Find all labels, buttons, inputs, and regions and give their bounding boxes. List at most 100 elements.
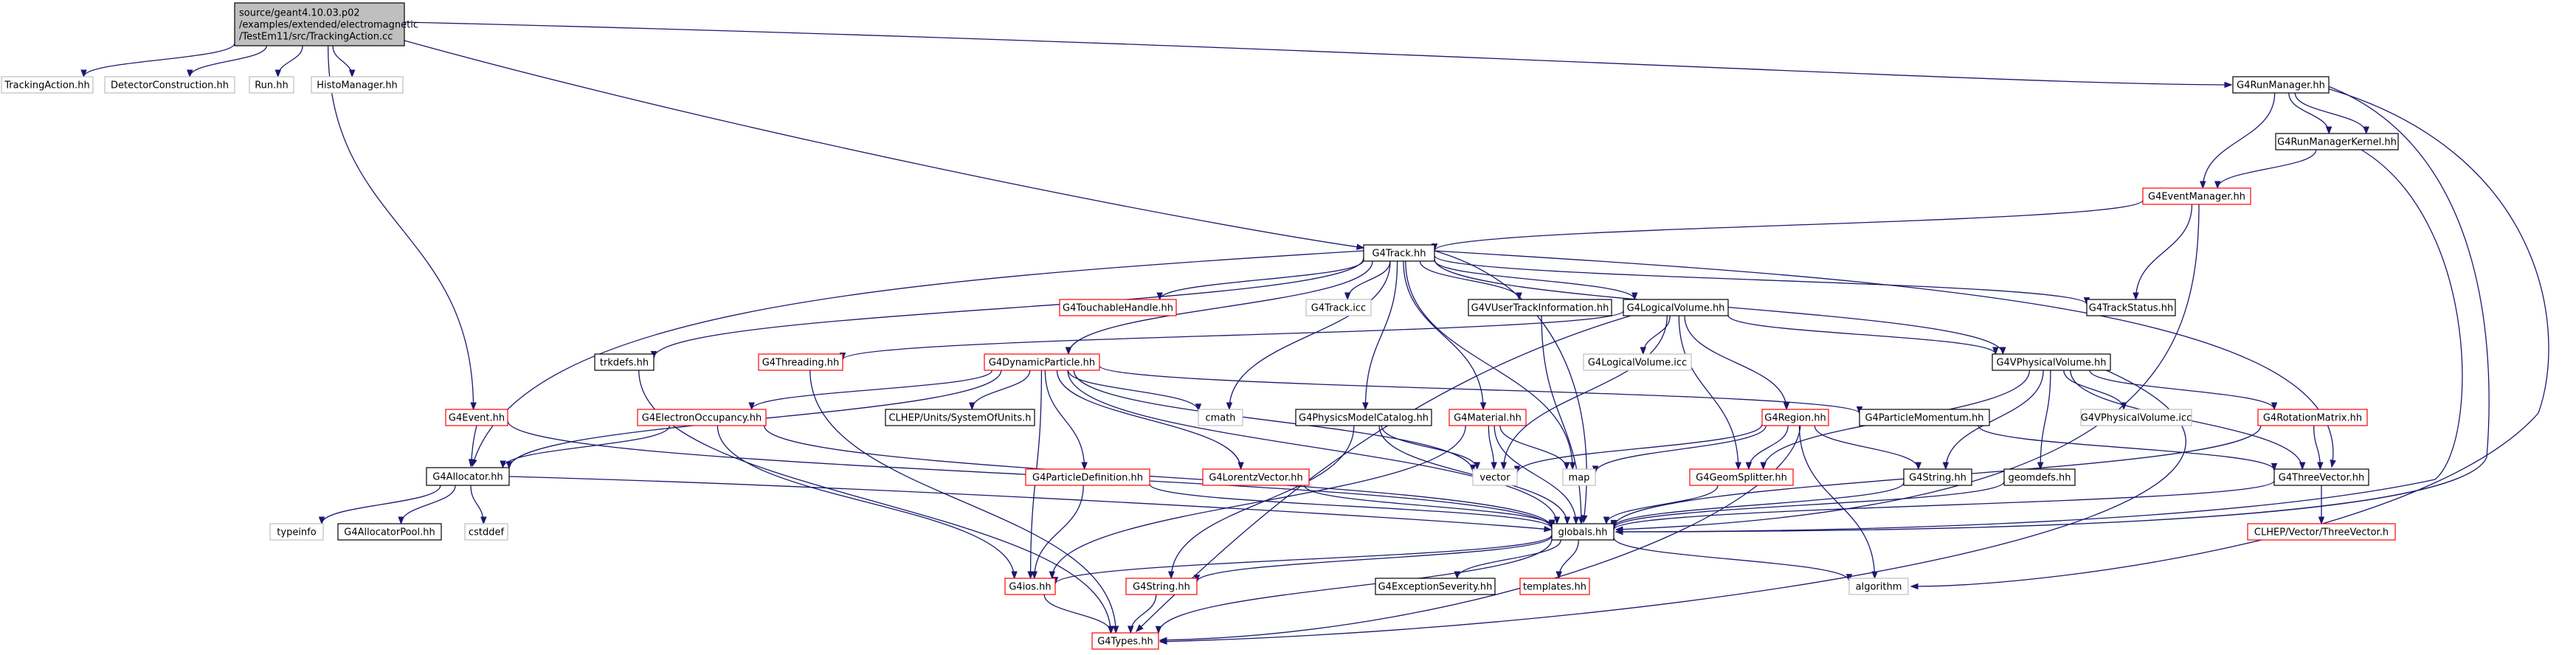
node-box xyxy=(1992,353,2111,371)
edge-g4logicalvolume-to-g4vphysicalvolume xyxy=(1727,315,1999,356)
edge-g4dynamicparticle-to-globals xyxy=(1067,370,1561,525)
edge-line xyxy=(1613,481,2005,529)
node-g4vphysicalvolume[interactable]: G4VPhysicalVolume.hh xyxy=(1992,353,2111,371)
node-clhepunits[interactable]: CLHEP/Units/SystemOfUnits.h xyxy=(885,409,1035,426)
node-g4threevector[interactable]: G4ThreeVector.hh xyxy=(2273,468,2369,486)
edge-line xyxy=(1541,315,1582,524)
edge-g4dynamicparticle-to-g4electronoccupancy xyxy=(748,370,993,411)
edge-g4eventmanager-to-g4trackstatus xyxy=(2133,204,2193,301)
edge-g4allocator-to-globals xyxy=(508,476,1553,533)
arrowhead xyxy=(1469,464,1477,473)
edge-root-to-g4runmanager xyxy=(404,21,2233,89)
node-label: vector xyxy=(1479,473,1510,484)
node-label: globals.hh xyxy=(1558,527,1607,538)
node-g4runmanager[interactable]: G4RunManager.hh xyxy=(2232,76,2330,94)
edge-line xyxy=(1419,260,1520,300)
node-g4touchablehandle[interactable]: G4TouchableHandle.hh xyxy=(1059,299,1177,316)
node-g4region[interactable]: G4Region.hh xyxy=(1761,409,1829,426)
edge-g4threevector-to-clhepthreevector xyxy=(2318,485,2325,525)
node-g4allocatorpool[interactable]: G4AllocatorPool.hh xyxy=(337,523,442,541)
node-globals[interactable]: globals.hh xyxy=(1551,523,1615,541)
edge-line xyxy=(1196,536,1553,583)
node-box xyxy=(1025,468,1150,486)
node-label: G4Track.hh xyxy=(1372,249,1426,260)
edge-line xyxy=(1814,425,1919,470)
edge-g4region-to-g4string xyxy=(1814,425,1922,471)
node-g4stringred[interactable]: G4String.hh xyxy=(1125,578,1198,595)
node-box xyxy=(1004,578,1056,595)
node-g4track[interactable]: G4Track.hh xyxy=(1363,244,1435,262)
node-g4lorentzvector[interactable]: G4LorentzVector.hh xyxy=(1202,468,1310,486)
node-g4ios[interactable]: G4ios.hh xyxy=(1004,578,1056,595)
node-box xyxy=(1375,578,1496,595)
edge-g4threevector-to-globals xyxy=(1610,480,2275,531)
node-label: trkdefs.hh xyxy=(600,358,649,369)
node-label: cstddef xyxy=(469,527,505,538)
node-box xyxy=(1859,409,1990,426)
edge-g4region-to-g4types xyxy=(1158,425,1801,644)
node-g4material[interactable]: G4Material.hh xyxy=(1448,409,1527,426)
node-g4allocator[interactable]: G4Allocator.hh xyxy=(426,467,510,486)
node-label: templates.hh xyxy=(1523,582,1586,593)
edge-line xyxy=(1149,483,1553,529)
node-g4dynamicparticle[interactable]: G4DynamicParticle.hh xyxy=(984,353,1100,371)
node-g4eventmanager[interactable]: G4EventManager.hh xyxy=(2142,187,2251,205)
node-label: G4ParticleDefinition.hh xyxy=(1032,473,1143,484)
arrowhead xyxy=(2363,126,2369,135)
arrowhead xyxy=(1553,516,1561,525)
node-g4runmanagerkernel[interactable]: G4RunManagerKernel.hh xyxy=(2275,133,2399,150)
node-g4exceptionseverity[interactable]: G4ExceptionSeverity.hh xyxy=(1375,578,1496,595)
node-label: typeinfo xyxy=(277,527,316,538)
edge-g4track-to-g4dynamicparticle xyxy=(1065,260,1373,356)
edge-line xyxy=(809,370,1116,634)
node-trkdefs[interactable]: trkdefs.hh xyxy=(594,353,655,371)
edge-globals-to-g4exceptionseverity xyxy=(1454,539,1561,580)
arrowhead xyxy=(1783,402,1790,411)
node-g4string[interactable]: G4String.hh xyxy=(1903,468,1972,486)
node-box xyxy=(2273,468,2369,486)
arrowhead xyxy=(468,459,475,468)
arrowhead xyxy=(1735,462,1741,471)
edge-root-to-detectorconstruction xyxy=(187,45,267,78)
node-box xyxy=(2275,133,2399,150)
node-box xyxy=(1,76,94,94)
node-geomdefs[interactable]: geomdefs.hh xyxy=(2003,468,2076,486)
node-templates[interactable]: templates.hh xyxy=(1519,578,1590,595)
edge-line xyxy=(321,485,441,524)
node-g4geomsplitter[interactable]: G4GeomSplitter.hh xyxy=(1689,468,1794,486)
edge-line xyxy=(1798,425,1876,579)
node-g4event[interactable]: G4Event.hh xyxy=(445,409,508,426)
node-clhepthreevector[interactable]: CLHEP/Vector/ThreeVector.h xyxy=(2247,523,2396,541)
node-g4rotationmatrix[interactable]: G4RotationMatrix.hh xyxy=(2257,409,2368,426)
arrowhead xyxy=(1555,571,1562,580)
edge-line xyxy=(1405,260,1573,470)
arrowhead xyxy=(2325,126,2332,135)
edge-g4region-to-g4geomsplitter xyxy=(1745,425,1789,471)
edge-line xyxy=(1229,260,1391,410)
arrowhead xyxy=(1603,516,1610,525)
node-g4types[interactable]: G4Types.hh xyxy=(1091,632,1159,650)
node-g4particledefinition[interactable]: G4ParticleDefinition.hh xyxy=(1025,468,1150,486)
edge-line xyxy=(1403,260,1484,410)
arrowhead xyxy=(1081,462,1088,471)
edge-g4logicalvolume-to-g4logicalvolumeicc xyxy=(1640,315,1671,356)
node-vector: vector xyxy=(1472,468,1518,486)
node-g4vusertrackinformation[interactable]: G4VUserTrackInformation.hh xyxy=(1468,299,1612,316)
node-box xyxy=(426,467,510,486)
node-g4particlemomentum[interactable]: G4ParticleMomentum.hh xyxy=(1859,409,1990,426)
node-g4trackstatus[interactable]: G4TrackStatus.hh xyxy=(2086,299,2176,316)
arrowhead xyxy=(1031,571,1038,580)
node-g4electronoccupancy[interactable]: G4ElectronOccupancy.hh xyxy=(637,409,767,426)
arrowhead xyxy=(1544,525,1553,533)
node-g4threading[interactable]: G4Threading.hh xyxy=(758,353,843,371)
node-box xyxy=(2003,468,2076,486)
node-g4physicsmodelcatalog[interactable]: G4PhysicsModelCatalog.hh xyxy=(1295,409,1432,426)
node-box xyxy=(1305,299,1372,316)
node-g4logicalvolume[interactable]: G4LogicalVolume.hh xyxy=(1623,299,1729,316)
edge-line xyxy=(1304,485,1553,527)
edge-line xyxy=(400,485,456,524)
edge-line xyxy=(1434,250,2334,468)
node-label: G4PhysicsModelCatalog.hh xyxy=(1299,413,1429,424)
edge-g4runmanager-to-list xyxy=(2294,92,2369,135)
